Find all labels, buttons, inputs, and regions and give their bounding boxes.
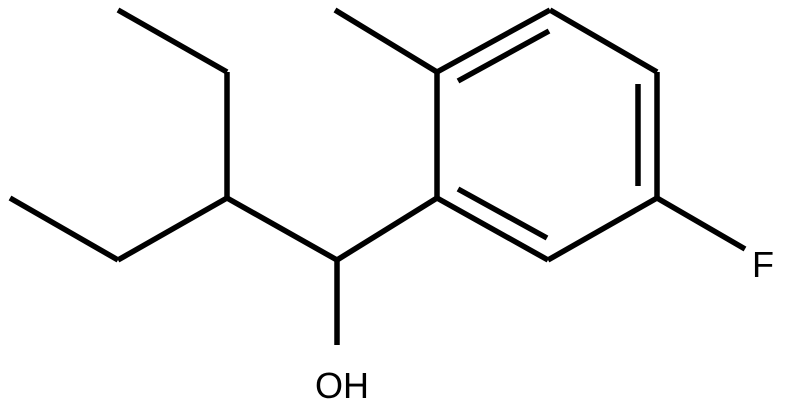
ring-bond-c5-c6	[546, 195, 659, 263]
ring-bond-c3-c4	[548, 7, 659, 75]
bond-ethyl-left-ch2	[116, 195, 229, 263]
bond-ethyl-left-ch3	[8, 195, 120, 263]
bond-ch-carbinol	[225, 195, 339, 263]
fluorine-label: F	[752, 244, 774, 285]
bond-ring-methyl	[333, 7, 439, 75]
bond-ring-fluorine	[655, 195, 747, 252]
ring-bond-c2-c3-inner	[456, 28, 551, 84]
ring-bond-c6-c1-inner	[456, 186, 549, 241]
ring-bond-c2-c3	[435, 7, 552, 75]
bond-carbinol-ring	[335, 195, 439, 263]
ring-bond-c6-c1	[435, 195, 550, 263]
hydroxyl-label: OH	[315, 365, 369, 406]
bond-ethyl-upper-ch3	[116, 7, 229, 75]
